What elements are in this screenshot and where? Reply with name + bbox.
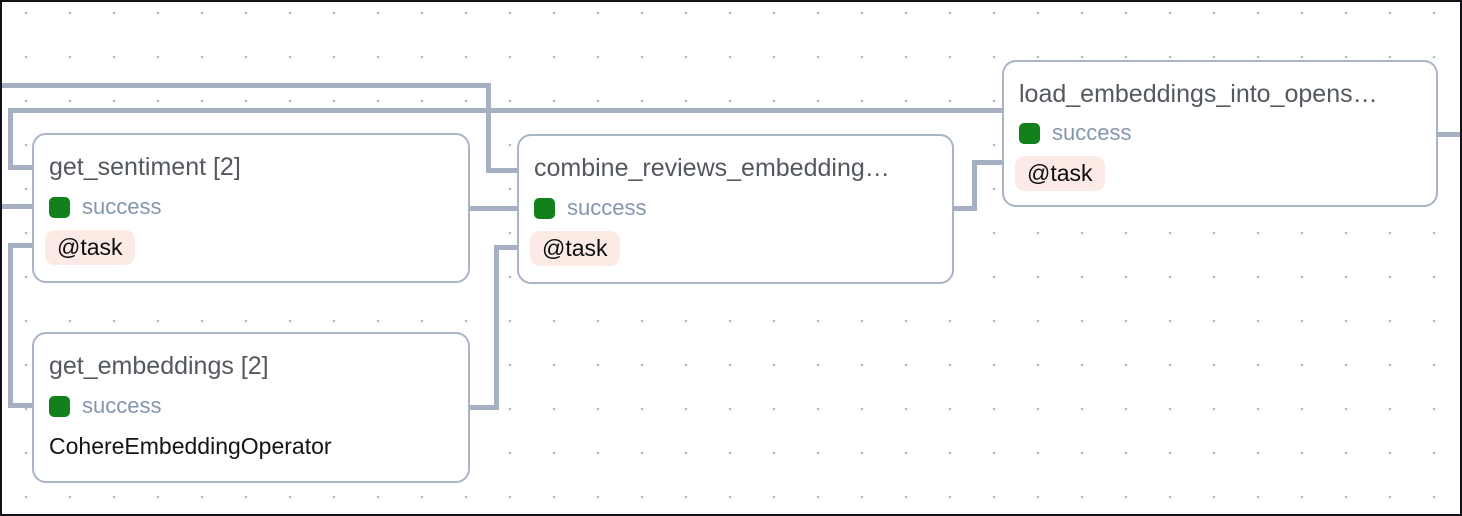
edge-combine-to-load-h2 <box>972 160 1004 165</box>
task-status-label: success <box>82 194 162 219</box>
task-decorator-badge: @task <box>45 230 135 265</box>
task-type-row: CohereEmbeddingOperator <box>49 429 452 464</box>
edge-segment-into-get_sentiment-v <box>8 108 13 170</box>
edge-segment-upstream-to-combine-h1 <box>2 83 491 88</box>
task-node-combine_reviews_embeddings[interactable]: combine_reviews_embedding…success @task <box>517 134 954 284</box>
task-type-row: @task <box>1015 156 1420 191</box>
task-decorator-badge: @task <box>530 231 620 266</box>
task-status-row: success <box>1019 120 1420 146</box>
task-title: get_sentiment [2] <box>49 153 241 181</box>
task-type-row: @task <box>530 231 936 266</box>
task-status-label: success <box>567 195 647 220</box>
edge-segment-into-get_embeddings-h <box>8 403 34 408</box>
task-title: load_embeddings_into_opens… <box>1019 80 1378 108</box>
task-node-get_sentiment[interactable]: get_sentiment [2] success @task <box>32 133 470 283</box>
task-title: combine_reviews_embedding… <box>534 154 890 182</box>
edge-segment-left-vertical <box>8 243 13 408</box>
edge-get_embeddings-to-combine-h1 <box>469 405 499 410</box>
edge-segment-get_sentiment-left-stub <box>8 243 34 248</box>
operator-name-label: CohereEmbeddingOperator <box>49 433 332 459</box>
edge-combine-to-load-v <box>972 160 977 211</box>
edge-segment-offscreen-into-get_sentiment <box>2 204 34 209</box>
task-node-load_embeddings_into_opensearch[interactable]: load_embeddings_into_opens…success @task <box>1002 60 1438 207</box>
edge-get_embeddings-to-combine-v <box>494 245 499 410</box>
edge-segment-long-to-load <box>8 108 1004 113</box>
edge-load-to-downstream <box>1436 132 1461 137</box>
task-status-label: success <box>82 393 162 418</box>
task-decorator-badge: @task <box>1015 156 1105 191</box>
task-status-label: success <box>1052 120 1132 145</box>
success-status-icon <box>534 197 555 219</box>
edge-combine-to-load-h1 <box>951 206 977 211</box>
edge-get_sentiment-to-combine <box>469 206 519 211</box>
task-status-row: success <box>534 195 936 221</box>
task-status-row: success <box>49 194 452 220</box>
edge-get_embeddings-to-combine-h2 <box>494 245 519 250</box>
task-title: get_embeddings [2] <box>49 352 269 380</box>
task-status-row: success <box>49 393 452 419</box>
success-status-icon <box>1019 122 1040 144</box>
edge-segment-into-get_sentiment-h <box>8 165 34 170</box>
success-status-icon <box>49 196 70 218</box>
task-type-row: @task <box>45 230 452 265</box>
success-status-icon <box>49 395 70 417</box>
edge-segment-upstream-to-combine-h2 <box>486 168 518 173</box>
edge-segment-upstream-to-combine-v <box>486 83 491 173</box>
